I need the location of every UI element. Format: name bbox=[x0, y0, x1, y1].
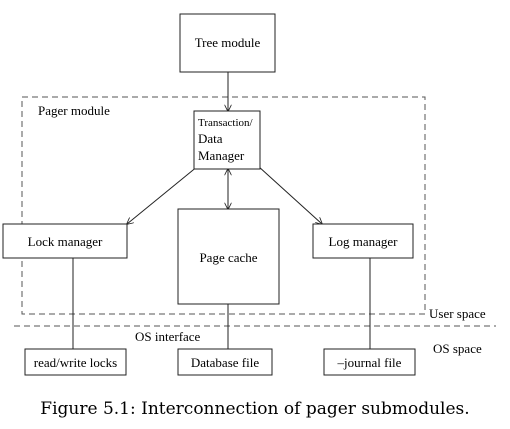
journal-file-node: –journal file bbox=[323, 348, 416, 376]
lock-manager-label: Lock manager bbox=[28, 234, 103, 249]
log-manager-label: Log manager bbox=[329, 234, 399, 249]
tree-module-node: Tree module bbox=[179, 13, 276, 73]
manager-label: Manager bbox=[198, 148, 245, 163]
page-cache-node: Page cache bbox=[177, 208, 280, 305]
os-space-label: OS space bbox=[433, 341, 482, 356]
transaction-data-manager-node: Transaction/ Data Manager bbox=[193, 110, 261, 170]
page-cache-label: Page cache bbox=[199, 250, 257, 265]
tree-module-label: Tree module bbox=[195, 35, 261, 50]
pager-module-region bbox=[21, 96, 426, 315]
figure-caption: Figure 5.1: Interconnection of pager sub… bbox=[40, 399, 469, 419]
user-space-label: User space bbox=[429, 306, 486, 321]
read-write-locks-label: read/write locks bbox=[34, 355, 117, 370]
read-write-locks-node: read/write locks bbox=[24, 348, 127, 376]
database-file-node: Database file bbox=[177, 348, 273, 376]
os-interface-label: OS interface bbox=[135, 329, 201, 344]
journal-file-label: –journal file bbox=[337, 355, 402, 370]
lock-manager-node: Lock manager bbox=[2, 223, 128, 259]
transaction-label: Transaction/ bbox=[198, 117, 254, 129]
data-label: Data bbox=[198, 131, 223, 146]
log-manager-node: Log manager bbox=[312, 223, 414, 259]
database-file-label: Database file bbox=[191, 355, 259, 370]
edge-transaction-to-lock-manager bbox=[127, 165, 199, 224]
edge-transaction-to-log-manager bbox=[257, 165, 322, 224]
pager-module-label: Pager module bbox=[38, 103, 110, 118]
